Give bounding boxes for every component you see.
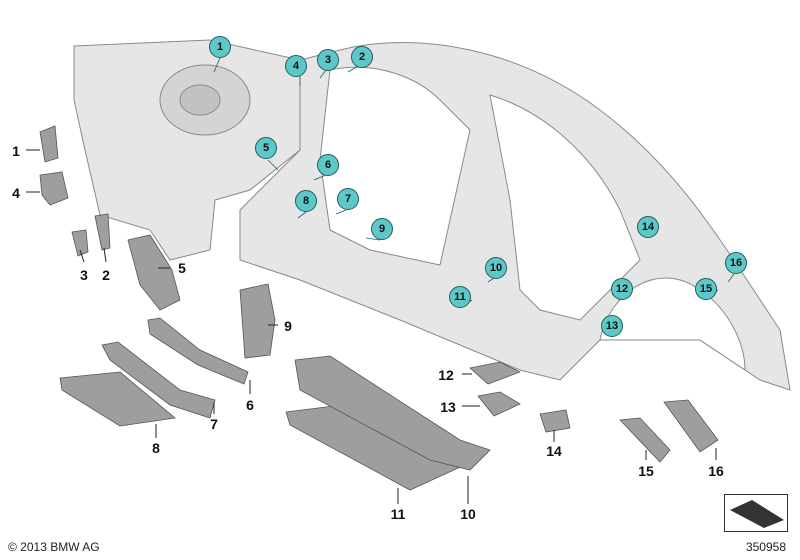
callout-3: 3 [317, 49, 339, 71]
view-direction-arrow [730, 500, 784, 528]
leader-lines [26, 149, 717, 504]
part-label-16: 16 [708, 463, 724, 479]
rear-door-opening [489, 94, 641, 321]
callout-4: 4 [285, 55, 307, 77]
part-label-9: 9 [284, 318, 292, 334]
callout-15: 15 [695, 278, 717, 300]
part-5-shape [127, 234, 181, 311]
callout-13: 13 [601, 315, 623, 337]
part-label-13: 13 [440, 399, 456, 415]
part-label-8: 8 [152, 440, 160, 456]
strut-dome-inner [179, 84, 221, 116]
part-12-shape [469, 361, 521, 385]
loose-parts [39, 125, 719, 491]
callout-8: 8 [295, 190, 317, 212]
part-label-7: 7 [210, 416, 218, 432]
part-13-shape [477, 391, 521, 417]
part-14-shape [539, 409, 571, 433]
part-label-3: 3 [80, 267, 88, 283]
part-15-shape [619, 417, 671, 463]
callout-10: 10 [485, 257, 507, 279]
part-label-10: 10 [460, 506, 476, 522]
part-3-shape [71, 229, 89, 257]
part-16-shape [663, 399, 719, 453]
callout-7: 7 [337, 188, 359, 210]
callout-14: 14 [637, 216, 659, 238]
callout-12: 12 [611, 278, 633, 300]
part-10-shape [294, 355, 491, 471]
callout-16: 16 [725, 252, 747, 274]
diagram-number: 350958 [745, 540, 786, 554]
part-label-14: 14 [546, 443, 562, 459]
callout-5: 5 [255, 137, 277, 159]
part-label-6: 6 [246, 397, 254, 413]
part-9-shape [239, 283, 276, 359]
callout-11: 11 [449, 286, 471, 308]
view-pictogram [724, 494, 788, 532]
callout-2: 2 [351, 46, 373, 68]
part-label-11: 11 [390, 506, 406, 522]
copyright: © 2013 BMW AG [8, 540, 100, 554]
part-8-shape [59, 371, 176, 427]
callout-6: 6 [317, 154, 339, 176]
part-label-15: 15 [638, 463, 654, 479]
part-label-5: 5 [178, 260, 186, 276]
part-6-shape [147, 317, 249, 385]
part-2-shape [94, 213, 111, 251]
callout-9: 9 [371, 218, 393, 240]
part-7-shape [101, 341, 216, 419]
part-1-shape [39, 125, 59, 163]
part-label-12: 12 [438, 367, 454, 383]
callout-1: 1 [209, 36, 231, 58]
part-label-2: 2 [102, 267, 110, 283]
part-label-1: 1 [12, 143, 20, 159]
part-label-4: 4 [12, 185, 20, 201]
part-4-shape [39, 171, 69, 206]
